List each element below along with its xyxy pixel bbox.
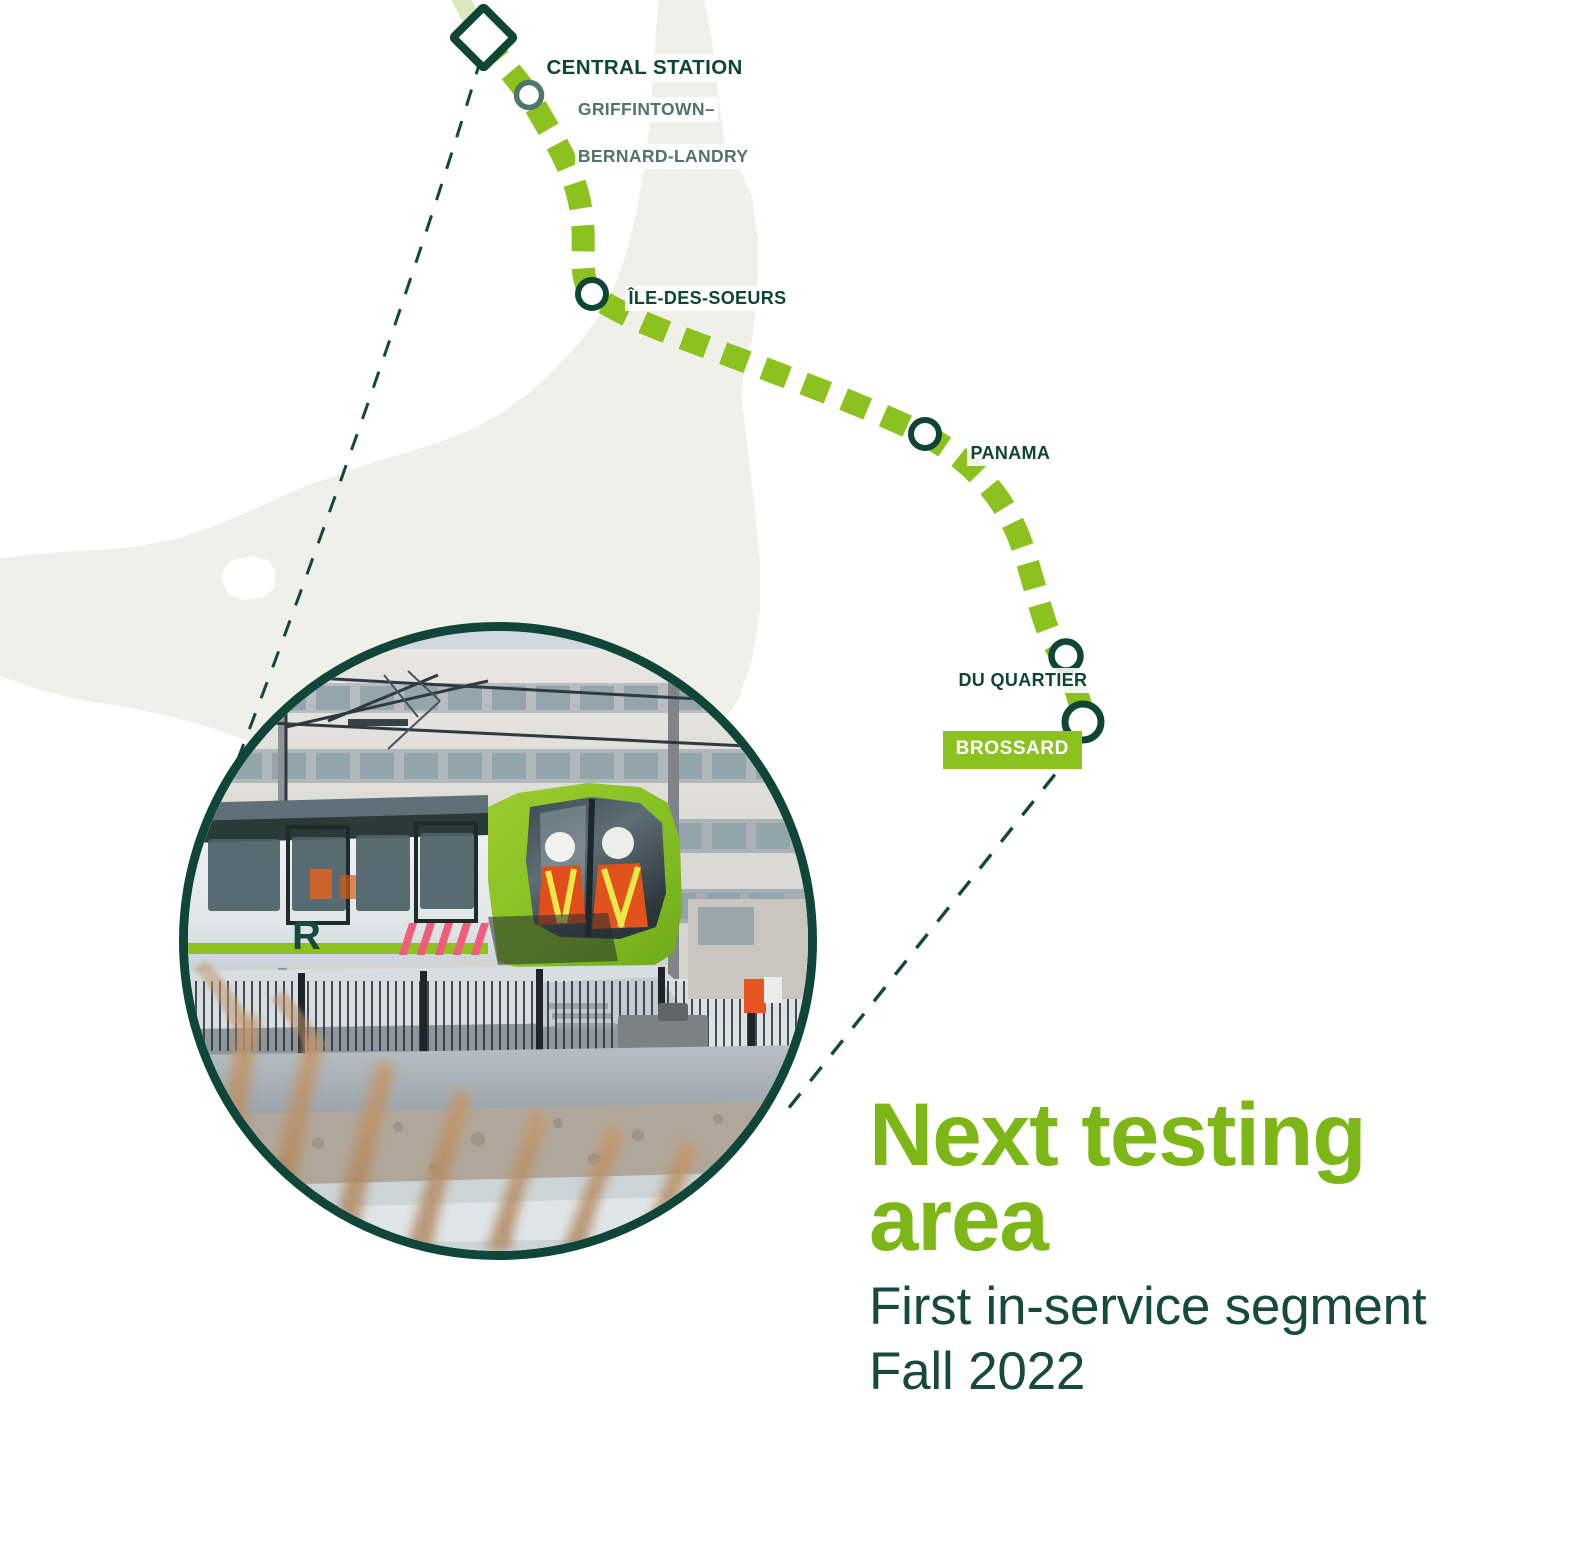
headline-subtitle: First in-service segment Fall 2022 [869, 1275, 1559, 1404]
station-label-panama-text: PANAMA [967, 441, 1054, 467]
station-label-griffintown-bernard-landry: GRIFFINTOWN– BERNARD-LANDRY [554, 75, 752, 191]
station-marker-ile-des-soeurs[interactable] [575, 277, 609, 311]
headline-block: Next testing area First in-service segme… [869, 1090, 1559, 1404]
station-label-brossard: BROSSARD [920, 707, 1082, 793]
headline-title-line1: Next testing [869, 1084, 1367, 1184]
station-label-griffintown-line2: BERNARD-LANDRY [574, 144, 752, 169]
station-label-du-quartier-text: DU QUARTIER [955, 668, 1091, 694]
station-marker-central-station[interactable] [449, 3, 518, 72]
station-label-ile-des-soeurs: ÎLE-DES-SOEURS [604, 263, 790, 334]
leader-line-brossard-to-photo [782, 746, 1078, 1116]
rem-route-line [474, 31, 1096, 723]
station-marker-griffintown-bernard-landry[interactable] [513, 79, 545, 111]
svg-text:R: R [292, 914, 321, 958]
headline-subtitle-line2: Fall 2022 [869, 1341, 1086, 1401]
station-label-panama: PANAMA [946, 418, 1054, 489]
station-label-central-station-text: CENTRAL STATION [543, 54, 746, 83]
station-label-ile-des-soeurs-text: ÎLE-DES-SOEURS [625, 286, 790, 312]
station-marker-brossard[interactable] [1061, 700, 1105, 744]
station-label-brossard-text: BROSSARD [942, 731, 1082, 769]
station-marker-panama[interactable] [908, 417, 942, 451]
station-label-du-quartier: DU QUARTIER [934, 645, 1091, 716]
headline-subtitle-line1: First in-service segment [869, 1277, 1427, 1337]
headline-title-line2: area [869, 1168, 1049, 1269]
station-label-griffintown-line1: GRIFFINTOWN– [574, 97, 718, 122]
station-label-central-station: CENTRAL STATION [519, 28, 746, 109]
headline-title: Next testing area [869, 1090, 1559, 1264]
rem-train-photo-illustration: R [188, 631, 808, 1251]
rem-train-photo: R [179, 622, 817, 1260]
